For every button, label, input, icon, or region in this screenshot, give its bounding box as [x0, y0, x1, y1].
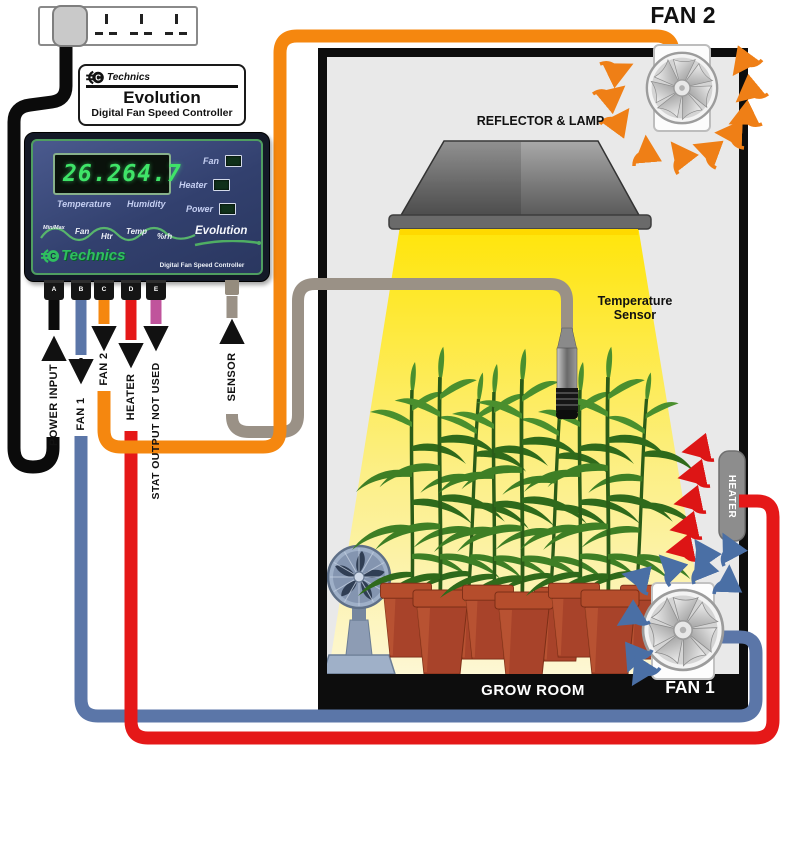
power-indicator-label: Power [185, 204, 213, 214]
temperature-sensor-label: Temperature Sensor [572, 294, 698, 323]
mains-plug [52, 5, 88, 47]
svg-text:C: C [50, 251, 56, 260]
sensor-port-plug [225, 280, 239, 295]
port-E: E [146, 280, 166, 300]
port-B: B [71, 280, 91, 300]
controller-face: 26.2 64.7 Temperature Humidity Fan Heate… [31, 139, 263, 275]
label-fan1-wire: FAN 1 [75, 397, 87, 431]
fan-indicator-row: Fan [185, 155, 242, 167]
ec-logo-icon: C [41, 248, 59, 263]
port-direction-arrows [41, 318, 245, 385]
controller-brand: C Technics [41, 247, 125, 264]
fan-speed-controller: 26.2 64.7 Temperature Humidity Fan Heate… [24, 132, 270, 282]
wire-fan2 [97, 29, 680, 454]
fan2-unit [645, 44, 719, 132]
plate-subtitle: Digital Fan Speed Controller [91, 106, 233, 119]
plate-brand: Technics [107, 71, 150, 83]
fan-indicator-label: Fan [202, 156, 219, 166]
svg-text:C: C [95, 73, 101, 82]
button-rh[interactable]: %rh [157, 232, 173, 241]
heater-led [213, 179, 230, 191]
button-temp[interactable]: Temp [126, 227, 148, 236]
oscillating-fan [321, 544, 397, 675]
port-D: D [121, 280, 141, 300]
humidity-reading: 64.7 [122, 161, 182, 187]
socket [164, 12, 190, 40]
port-A: A [44, 280, 64, 300]
temperature-reading: 26.2 [63, 161, 123, 187]
heater-indicator-label: Heater [178, 180, 207, 190]
wire-fan1 [74, 297, 763, 723]
fan2-title: FAN 2 [650, 2, 716, 28]
evolution-swoosh [194, 240, 261, 247]
temperature-sensor-probe [556, 327, 578, 419]
wire-power-input [7, 38, 73, 474]
plate-divider [86, 85, 238, 88]
heater-indicator-row: Heater [173, 179, 230, 191]
power-strip [38, 5, 198, 47]
fan-led [225, 155, 242, 167]
plate-model: Evolution [123, 87, 201, 107]
button-wave-line [40, 226, 196, 242]
temperature-caption: Temperature [57, 199, 112, 209]
temperature-sensor-label-line1: Temperature [597, 294, 673, 308]
temperature-sensor-label-line2: Sensor [613, 308, 657, 323]
controller-tagline: Digital Fan Speed Controller [159, 262, 245, 269]
heater-title: HEATER [726, 474, 738, 518]
brand-plate: C Technics Evolution Digital Fan Speed C… [78, 64, 246, 126]
label-heater-wire: HEATER [125, 373, 137, 421]
reflector-lamp [388, 140, 652, 235]
socket [129, 12, 155, 40]
button-fan[interactable]: Fan [75, 227, 90, 236]
button-minmax[interactable]: Min/Max [43, 225, 65, 231]
wire-heater [124, 297, 780, 745]
controller-brand-text: Technics [61, 247, 126, 264]
label-fan2-wire: FAN 2 [98, 352, 110, 386]
lcd-display: 26.2 64.7 [53, 153, 181, 195]
port-C: C [94, 280, 114, 300]
controller-model-label: Evolution [195, 225, 248, 237]
reflector-lamp-label: REFLECTOR & LAMP [476, 114, 605, 128]
power-indicator-row: Power [179, 203, 236, 215]
label-stat-output: STAT OUTPUT NOT USED [150, 362, 162, 500]
fan1-unit [641, 582, 725, 680]
grow-room-walls [318, 48, 748, 710]
label-power-input: POWER INPUT [48, 363, 60, 447]
power-led [219, 203, 236, 215]
fan1-title: FAN 1 [665, 677, 715, 697]
socket [94, 12, 120, 40]
humidity-caption: Humidity [127, 199, 166, 209]
wire-sensor [226, 278, 573, 438]
grow-room-title: GROW ROOM [481, 682, 585, 699]
button-htr[interactable]: Htr [101, 232, 113, 241]
ec-logo-icon: C [86, 70, 104, 84]
label-sensor-wire: SENSOR [226, 352, 238, 402]
grow-room-box [318, 48, 748, 710]
